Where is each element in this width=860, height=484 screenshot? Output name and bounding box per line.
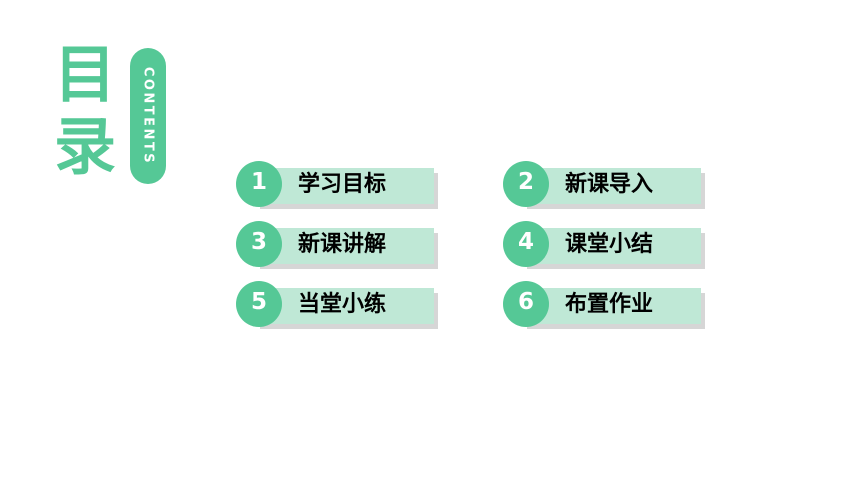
number-badge: 4: [503, 221, 549, 267]
bar: [256, 228, 434, 264]
toc-item-label: 当堂小练: [298, 292, 387, 317]
title-char-mu: 目: [53, 38, 116, 111]
toc-item-1[interactable]: 1 学习目标: [236, 161, 442, 209]
toc-item-label: 新课讲解: [298, 232, 387, 257]
bar: [523, 288, 701, 324]
bar: [256, 168, 434, 204]
bar: [256, 288, 434, 324]
toc-item-6[interactable]: 6 布置作业: [503, 281, 709, 329]
contents-label: CONTENTS: [140, 66, 156, 166]
toc-item-label: 布置作业: [565, 292, 654, 317]
toc-item-label: 学习目标: [298, 172, 387, 197]
number-badge: 1: [236, 161, 282, 207]
toc-item-2[interactable]: 2 新课导入: [503, 161, 709, 209]
number-badge: 2: [503, 161, 549, 207]
number-badge: 5: [236, 281, 282, 327]
number-badge: 6: [503, 281, 549, 327]
title-char-lu: 录: [53, 110, 116, 183]
toc-item-5[interactable]: 5 当堂小练: [236, 281, 442, 329]
number-badge: 3: [236, 221, 282, 267]
toc-item-4[interactable]: 4 课堂小结: [503, 221, 709, 269]
contents-pill: CONTENTS: [130, 48, 166, 184]
toc-item-3[interactable]: 3 新课讲解: [236, 221, 442, 269]
toc-item-label: 新课导入: [565, 172, 654, 197]
bar: [523, 168, 701, 204]
toc-item-label: 课堂小结: [565, 232, 654, 257]
bar: [523, 228, 701, 264]
